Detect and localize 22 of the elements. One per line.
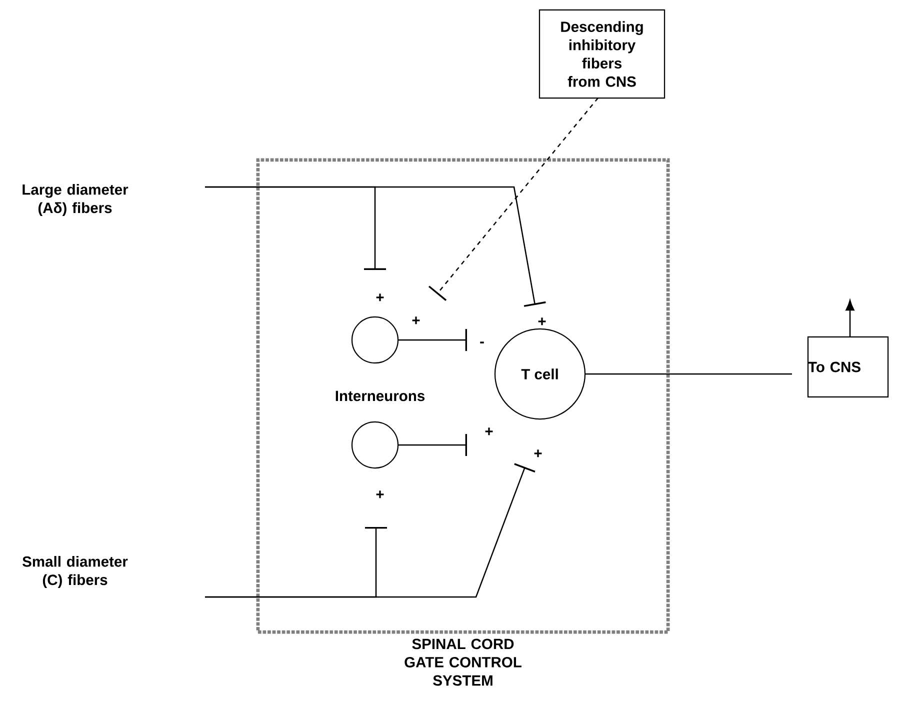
inhibition-line (398, 434, 468, 456)
minus-sign: - (480, 342, 484, 344)
inhibition-line (398, 329, 468, 351)
group-label: Interneurons (336, 390, 425, 402)
plus-sign: + (485, 428, 493, 436)
arrow (846, 300, 854, 337)
plus-sign: + (412, 316, 420, 324)
plus-sign: + (376, 294, 384, 302)
plus-sign: + (538, 318, 546, 326)
neuron-circle (351, 316, 399, 364)
fiber-label: Large diameter (Aδ) fibers (22, 184, 128, 216)
inhibition-line (205, 463, 536, 598)
text-box: Descending inhibitory fibers from CNS (538, 9, 666, 99)
inhibition-line (205, 186, 546, 307)
neuron-circle (351, 421, 399, 469)
plus-sign: + (376, 490, 384, 498)
text-box: To CNS (807, 336, 889, 398)
dashed-line (428, 98, 598, 301)
node-label: SPINAL CORD GATE CONTROL SYSTEM (404, 638, 522, 686)
plus-sign: + (534, 450, 542, 458)
fiber-label: Small diameter (C) fibers (22, 556, 128, 588)
connector-line (585, 373, 792, 375)
